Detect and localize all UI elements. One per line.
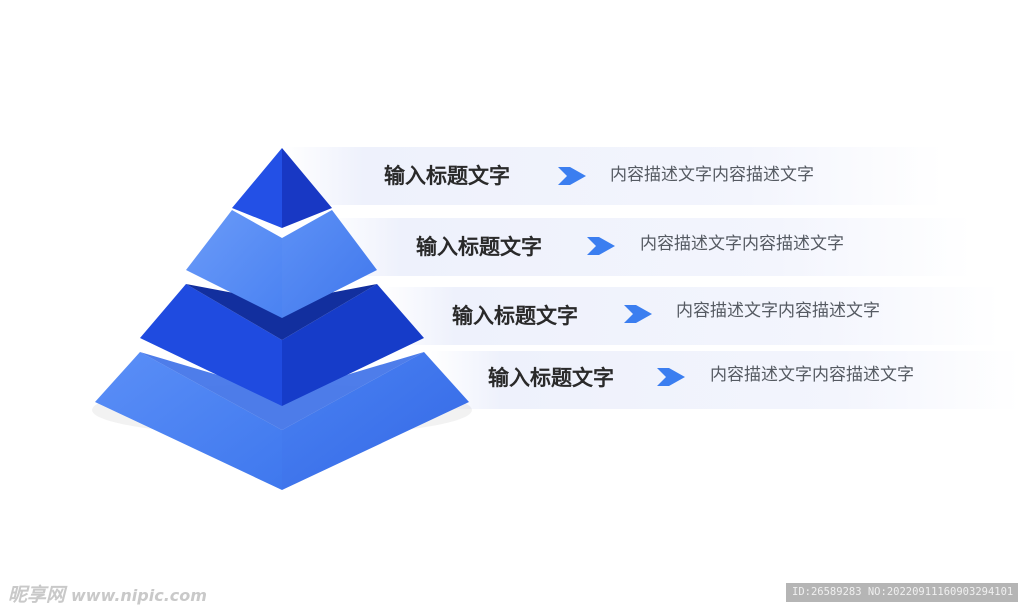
tier-1-right-face [282,148,332,228]
row-band-3 [380,287,1000,345]
row-4-title: 输入标题文字 [488,366,614,390]
tier-1-left-face [232,148,282,228]
row-1-title: 输入标题文字 [384,164,510,188]
row-band-4 [430,351,1020,409]
tier-2-left-face [186,210,282,318]
tier-4-top [140,352,424,430]
arrow-right-icon [587,237,615,255]
tier-3-left-face [140,284,282,406]
row-band-2 [322,218,972,276]
pyramid-tier-2 [186,210,377,318]
pyramid-tier-4 [95,352,469,490]
watermark-id: ID:26589283 NO:20220911160903294101 [786,583,1018,602]
row-3-description: 内容描述文字内容描述文字 [676,301,880,321]
row-4-description: 内容描述文字内容描述文字 [710,365,914,385]
arrow-right-icon [657,368,685,386]
arrow-right-icon [624,305,652,323]
watermark-brand: 昵享网 www.nipic.com [8,580,207,607]
row-3-title: 输入标题文字 [452,304,578,328]
tier-3-right-face [282,284,424,406]
tier-4-left-face [95,352,282,490]
tier-2-right-face [282,210,377,318]
row-1-description: 内容描述文字内容描述文字 [610,165,814,185]
row-2-description: 内容描述文字内容描述文字 [640,234,844,254]
tier-4-right-face [282,352,469,490]
watermark-brand-name: 昵享网 [8,584,66,606]
row-band-1 [284,147,944,205]
row-2-title: 输入标题文字 [416,235,542,259]
watermark-site: www.nipic.com [71,586,207,605]
arrow-right-icon [558,167,586,185]
pyramid-tier-1 [232,148,332,228]
